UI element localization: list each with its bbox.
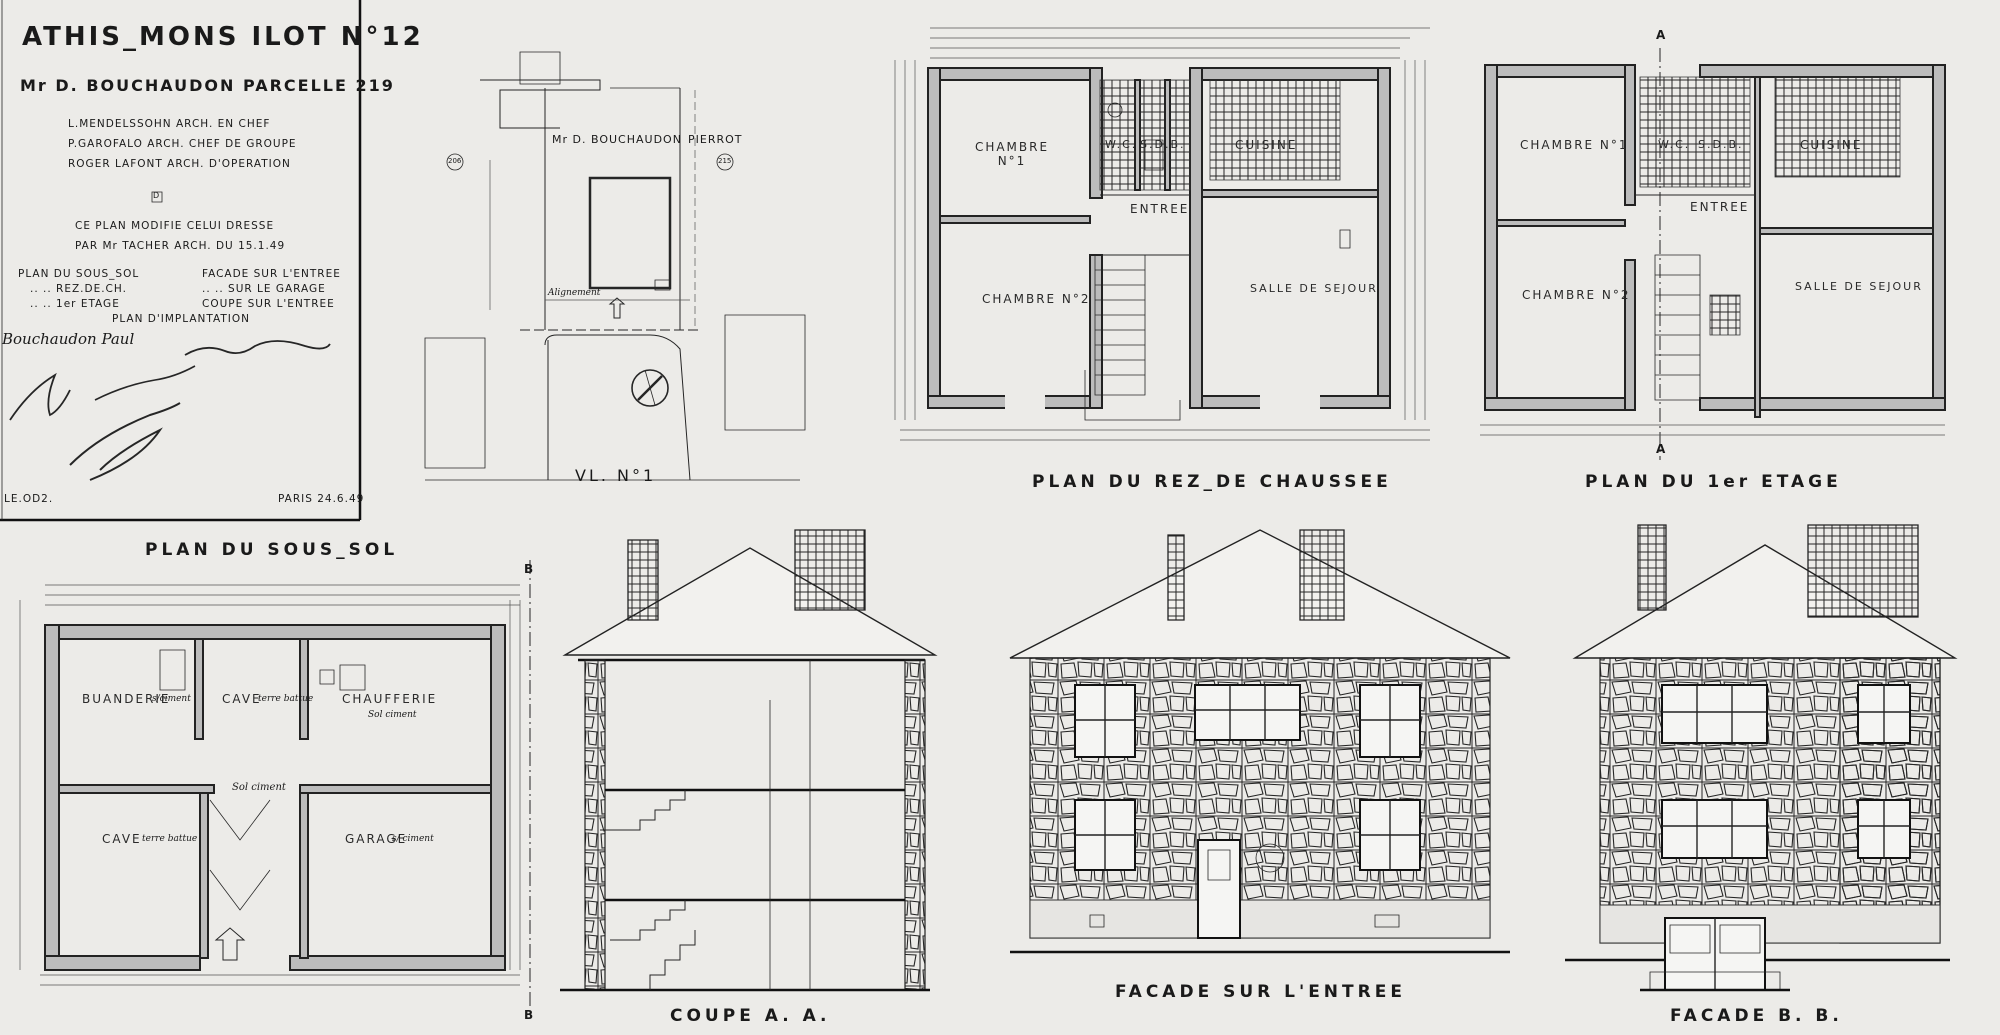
bs-laundry-note: s/ciment <box>152 694 191 704</box>
ff-title: PLAN DU 1er ETAGE <box>1585 472 1842 492</box>
ff-living: SALLE DE SEJOUR <box>1795 280 1923 293</box>
bs-garage-note: s/ ciment <box>392 834 434 844</box>
bs-section-mark-top: B <box>524 562 535 576</box>
ff-bath: S.D.B. <box>1698 138 1744 151</box>
contents-section: COUPE SUR L'ENTREE <box>202 298 335 310</box>
bs-boiler-note: Sol ciment <box>368 710 417 720</box>
bs-boiler: CHAUFFERIE <box>342 692 438 706</box>
bs-cellar1: CAVE <box>222 692 262 706</box>
owner-signature: Bouchaudon Paul <box>2 330 135 348</box>
cartouche-note-2: PAR Mr TACHER ARCH. DU 15.1.49 <box>75 240 286 252</box>
first-floor-plan <box>1480 48 1945 460</box>
gf-bedroom2: CHAMBRE N°2 <box>982 292 1091 306</box>
gf-living: SALLE DE SEJOUR <box>1250 282 1378 295</box>
contents-facade-garage: .. .. SUR LE GARAGE <box>202 283 326 295</box>
bs-garage: GARAGE <box>345 832 408 846</box>
section-title: COUPE A. A. <box>670 1006 831 1026</box>
parcel-left: 206 <box>448 157 462 165</box>
ff-kitchen: CUISINE <box>1800 138 1863 152</box>
bs-floor-note: Sol ciment <box>232 782 286 793</box>
contents-ground: .. .. REZ.DE.CH. <box>30 283 127 295</box>
north-arrow-icon <box>632 370 668 406</box>
gf-title: PLAN DU REZ_DE CHAUSSEE <box>1032 472 1392 492</box>
ff-hall: ENTREE <box>1690 200 1750 214</box>
ground-floor-plan <box>895 28 1430 440</box>
ff-wc: W.C. <box>1658 138 1691 151</box>
bs-cellar1-note: terre battue <box>258 694 314 704</box>
architect-1: L.MENDELSSOHN ARCH. EN CHEF <box>68 118 271 130</box>
architect-2: P.GAROFALO ARCH. CHEF DE GROUPE <box>68 138 297 150</box>
bs-cellar2: CAVE <box>102 832 142 846</box>
alignment-note: Alignement <box>548 288 601 298</box>
site-neighbour: PIERROT <box>688 133 743 146</box>
cartouche-note-1: CE PLAN MODIFIE CELUI DRESSE <box>75 220 275 232</box>
section-marker-icon: A <box>1656 28 1667 42</box>
gf-wc: W.C. <box>1105 138 1138 151</box>
contents-facade-entry: FACADE SUR L'ENTREE <box>202 268 341 280</box>
ff-bedroom2: CHAMBRE N°2 <box>1522 288 1631 302</box>
facade-entry <box>1010 530 1510 952</box>
site-plan <box>425 52 805 480</box>
bs-section-mark-bottom: B <box>524 1008 535 1022</box>
architect-3: ROGER LAFONT ARCH. D'OPERATION <box>68 158 291 170</box>
drawing-ref: LE.OD2. <box>4 493 54 505</box>
gf-bath: S.D.B. <box>1140 138 1186 151</box>
facade-bb <box>1565 525 1955 990</box>
contents-site: PLAN D'IMPLANTATION <box>112 313 250 325</box>
parcel-right: 215 <box>718 157 732 165</box>
site-plan-title: VL. N°1 <box>575 466 657 485</box>
entrance-arrow-icon <box>610 298 624 318</box>
basement-plan <box>20 560 530 1010</box>
contents-first: .. .. 1er ETAGE <box>30 298 120 310</box>
ff-bedroom1: CHAMBRE N°1 <box>1520 138 1629 152</box>
gf-kitchen: CUISINE <box>1235 138 1298 152</box>
basement-title: PLAN DU SOUS_SOL <box>145 540 399 560</box>
place-date: PARIS 24.6.49 <box>278 493 365 505</box>
facade-entry-title: FACADE SUR L'ENTREE <box>1115 982 1406 1002</box>
facade-bb-title: FACADE B. B. <box>1670 1006 1843 1026</box>
section-marker-bottom: A <box>1656 442 1667 456</box>
contents-basement: PLAN DU SOUS_SOL <box>18 268 140 280</box>
bs-laundry: BUANDERIE <box>82 692 171 706</box>
entrance-arrow-icon <box>216 928 244 960</box>
bs-cellar2-note: terre battue <box>142 834 198 844</box>
signatures <box>10 341 330 480</box>
gf-bedroom1: CHAMBRE N°1 <box>974 140 1050 168</box>
gf-hall: ENTREE <box>1130 202 1190 216</box>
cartouche-frame <box>0 0 360 520</box>
section-aa <box>560 530 935 990</box>
cartouche-box-mark: D <box>153 191 161 200</box>
cartouche-town: ATHIS_MONS ILOT N°12 <box>22 22 424 52</box>
cartouche-owner: Mr D. BOUCHAUDON PARCELLE 219 <box>20 76 395 95</box>
site-owner: Mr D. BOUCHAUDON <box>552 133 682 146</box>
